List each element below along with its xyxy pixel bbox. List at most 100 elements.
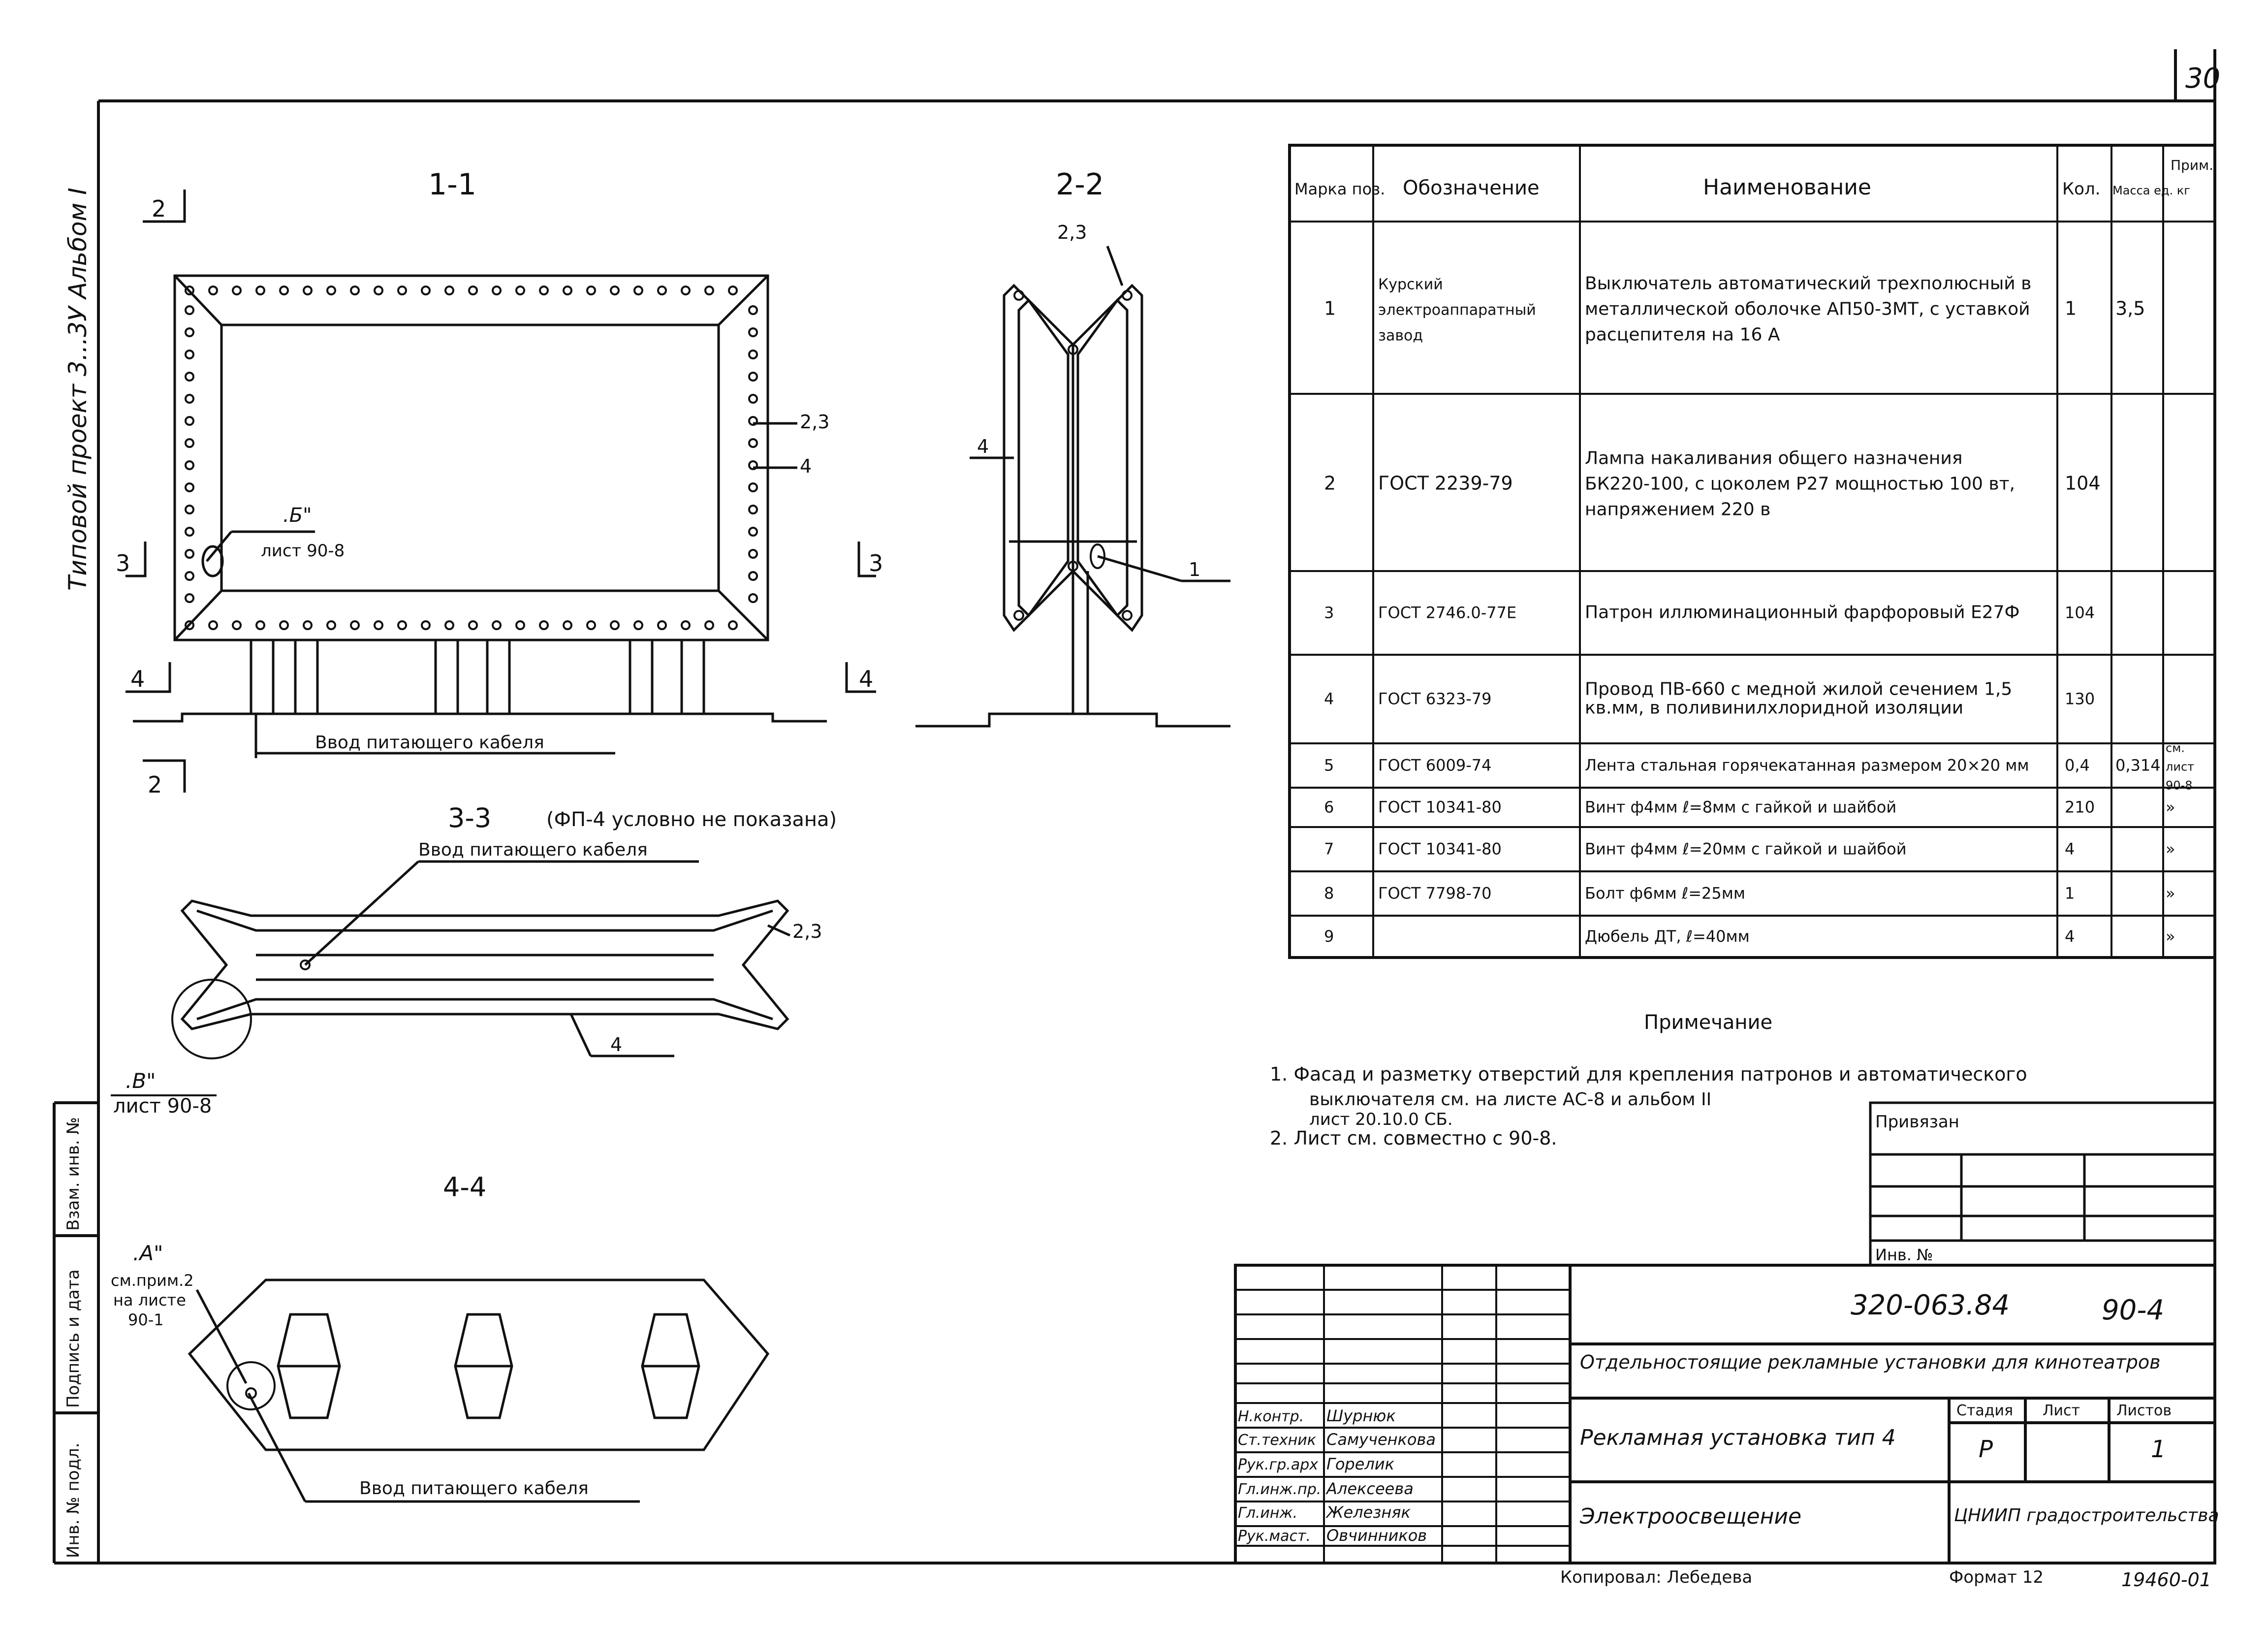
- lamp-socket-icon: [185, 549, 194, 559]
- note-1a: 1. Фасад и разметку отверстий для крепле…: [1270, 1063, 2027, 1085]
- lamp-socket-icon: [704, 620, 714, 630]
- binding-inv: Инв. №: [1875, 1246, 1933, 1264]
- view-3-3-title: 3-3: [448, 802, 491, 833]
- spec-designation: ГОСТ 10341-80: [1378, 798, 1502, 817]
- spec-mass: 3,5: [2115, 298, 2145, 319]
- breaker-box: [201, 545, 224, 577]
- lamp-socket-icon: [748, 549, 758, 559]
- lamp-socket-icon: [748, 482, 758, 492]
- lamp-socket-icon: [468, 286, 478, 295]
- spec-qty: 1: [2065, 884, 2075, 903]
- note-1b: выключателя см. на листе АС-8 и альбом I…: [1309, 1089, 1711, 1110]
- spec-qty: 0,4: [2065, 756, 2090, 775]
- notes: Примечание 1. Фасад и разметку отверстий…: [1270, 1011, 2027, 1149]
- page-number: 30: [2185, 63, 2220, 95]
- lamp-socket-icon: [279, 286, 289, 295]
- spec-designation: ГОСТ 6009-74: [1378, 756, 1491, 775]
- spec-note: »: [2166, 927, 2175, 946]
- cable-label-view3: Ввод питающего кабеля: [418, 840, 648, 860]
- org-name: ЦНИИП градостроительства: [1954, 1505, 2219, 1526]
- lamp-socket-icon: [232, 620, 242, 630]
- lamp-socket-icon: [185, 527, 194, 537]
- lamp-socket-icon: [748, 305, 758, 315]
- staff-name: Железняк: [1325, 1503, 1411, 1522]
- view-3-3-subtitle: (ФП-4 условно не показана): [546, 808, 837, 831]
- lamp-socket-icon: [681, 620, 691, 630]
- lamp-socket-icon: [748, 505, 758, 514]
- lamp-socket-icon: [633, 286, 643, 295]
- lamp-socket-icon: [185, 350, 194, 359]
- lamp-socket-icon: [397, 620, 407, 630]
- lamp-socket-icon: [444, 620, 454, 630]
- spec-pos: 7: [1324, 840, 1334, 859]
- lamp-socket-icon: [610, 286, 620, 295]
- spec-name: Провод ПВ-660 с медной жилой сечением 1,…: [1585, 679, 2012, 718]
- drawing-title: Рекламная установка тип 4: [1580, 1425, 1896, 1450]
- callout-a: .А": [133, 1241, 163, 1265]
- staff-row: Гл.инж.Железняк: [1238, 1503, 1411, 1522]
- callout-a-note1: см.прим.2: [111, 1271, 194, 1290]
- pos-2-3-view3: 2,3: [792, 921, 822, 942]
- side-stamp-col3: Взам. инв. №: [63, 1117, 83, 1231]
- staff-name: Алексеева: [1325, 1479, 1414, 1498]
- lamp-dots-1-1: [185, 286, 758, 630]
- header-designation: Обозначение: [1403, 177, 1540, 199]
- spec-name: Выключатель автоматический трехполюсный …: [1585, 274, 2031, 345]
- callout-b: .Б": [283, 504, 312, 527]
- lamp-socket-icon: [208, 286, 218, 295]
- lamp-socket-icon: [397, 286, 407, 295]
- lamp-socket-icon: [657, 286, 667, 295]
- header-qty: Кол.: [2062, 179, 2100, 199]
- cut-3-left: 3: [116, 550, 130, 576]
- lamp-socket-icon: [748, 460, 758, 470]
- staff-role: Н.контр.: [1238, 1408, 1304, 1425]
- spec-pos: 5: [1324, 756, 1334, 775]
- lamp-socket-icon: [326, 620, 336, 630]
- lamp-socket-icon: [326, 286, 336, 295]
- callout-b-sheet: лист 90-8: [261, 541, 345, 561]
- pos-4-view3: 4: [610, 1034, 622, 1055]
- project-title: Отдельностоящие рекламные установки для …: [1580, 1351, 2161, 1373]
- header-pos: Марка поз.: [1294, 180, 1385, 198]
- archive-number: 19460-01: [2121, 1569, 2211, 1591]
- callout-a-note3: 90-1: [128, 1310, 164, 1329]
- spec-pos: 8: [1324, 884, 1334, 903]
- lamp-socket-icon: [421, 286, 431, 295]
- cable-entry-point-4-4: [245, 1387, 257, 1399]
- doc-code: 320-063.84: [1851, 1289, 2010, 1321]
- lamp-socket-icon: [748, 372, 758, 382]
- lamp-socket-icon: [748, 394, 758, 404]
- binding-block: [1869, 1101, 2216, 1267]
- staff-name: Горелик: [1326, 1455, 1395, 1473]
- lamp-socket-icon: [185, 416, 194, 426]
- spec-qty: 4: [2065, 840, 2075, 859]
- spec-pos: 3: [1324, 604, 1334, 622]
- lamp-socket-icon: [539, 286, 549, 295]
- lamp-socket-icon: [748, 327, 758, 337]
- header-mass: Масса ед. кг: [2112, 184, 2190, 197]
- spec-name: Дюбель ДТ, ℓ=40мм: [1585, 927, 1750, 946]
- lamp-socket-icon: [185, 372, 194, 382]
- view-1-1-title: 1-1: [428, 167, 476, 202]
- lamp-socket-icon: [748, 593, 758, 603]
- lamp-socket-icon: [563, 286, 572, 295]
- spec-note: »: [2166, 840, 2175, 859]
- view-1-1: [126, 190, 876, 793]
- staff-row: Рук.маст.Овчинников: [1238, 1526, 1427, 1545]
- lamp-socket-icon: [728, 286, 738, 295]
- spec-pos: 2: [1324, 473, 1336, 494]
- lamp-socket-icon: [185, 438, 194, 448]
- staff-row: Н.контр.Шурнюк: [1238, 1406, 1396, 1425]
- lamp-socket-icon: [185, 305, 194, 315]
- view-3-3: [180, 860, 791, 1057]
- spec-qty: 104: [2065, 604, 2095, 622]
